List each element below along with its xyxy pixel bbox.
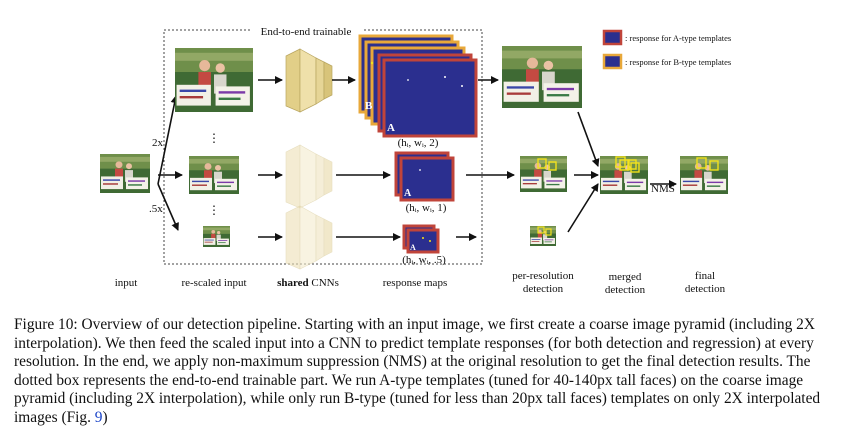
map-dims-2x: (hᵢ, wᵢ, 2) <box>398 137 439 149</box>
map-letter-a-top: A <box>387 122 395 134</box>
rescaled-image-half <box>203 226 230 247</box>
label-shared-cnns: shared CNNs <box>277 277 339 289</box>
legend-a-swatch <box>602 29 623 46</box>
map-letter-a-mid: A <box>404 188 412 199</box>
trainable-box-label: End-to-end trainable <box>261 26 352 38</box>
detection-image-half <box>530 226 556 246</box>
label-input: input <box>115 277 138 289</box>
map-dims-half: (hᵢ, wᵢ, .5) <box>402 254 446 266</box>
legend-b-label: : response for B-type templates <box>625 57 731 67</box>
legend-b-swatch <box>602 53 623 70</box>
cnn-top <box>285 48 333 113</box>
response-maps-1x <box>394 151 455 202</box>
detection-image-1x <box>520 156 567 192</box>
scale-label-half: .5x <box>149 203 163 215</box>
pipeline-diagram: End-to-end trainable : response for A-ty… <box>100 24 731 296</box>
arrow-upscale <box>157 95 179 185</box>
figure-caption: Figure 10: Overview of our detection pip… <box>14 316 836 428</box>
arrow-downscale <box>157 183 179 231</box>
rescaled-image-2x <box>175 48 253 112</box>
label-final-2: detection <box>685 283 726 295</box>
ellipsis-upper: ⋮ <box>208 131 220 145</box>
label-per-resolution-1: per-resolution <box>512 270 574 282</box>
caption-text: Figure 10: Overview of our detection pip… <box>14 316 821 426</box>
label-merged-2: detection <box>605 284 646 296</box>
figure-reference-link[interactable]: 9 <box>94 408 103 426</box>
input-image <box>100 154 150 193</box>
final-detection-image <box>680 156 728 194</box>
legend-a-label: : response for A-type templates <box>625 33 731 43</box>
response-maps-2x <box>358 34 478 138</box>
cnn-bot <box>285 205 333 270</box>
rescaled-image-1x <box>189 156 239 194</box>
nms-label: NMS <box>651 183 675 195</box>
map-letter-a-bot: A <box>410 243 416 252</box>
map-letter-b: B <box>365 100 373 112</box>
scale-label-2x: 2x <box>152 137 164 149</box>
label-rescaled-input: re-scaled input <box>181 277 246 289</box>
detection-image-2x <box>502 46 582 108</box>
ellipsis-lower: ⋮ <box>208 203 220 217</box>
arrow-merge-top <box>577 111 600 167</box>
merged-detection-image <box>600 156 648 194</box>
label-per-resolution-2: detection <box>523 283 564 295</box>
caption-text-end: ) <box>102 408 108 426</box>
detection-boxes-half <box>537 226 552 236</box>
final-detection-boxes <box>696 157 719 171</box>
merged-detection-boxes <box>615 156 640 173</box>
map-dims-1x: (hᵢ, wᵢ, 1) <box>406 202 447 214</box>
detection-boxes-1x <box>537 158 557 171</box>
label-response-maps: response maps <box>383 277 447 289</box>
label-merged-1: merged <box>609 271 642 283</box>
response-maps-half <box>402 224 440 254</box>
label-final-1: final <box>695 270 715 282</box>
arrow-merge-bot <box>567 183 599 233</box>
cnn-mid <box>285 144 333 209</box>
